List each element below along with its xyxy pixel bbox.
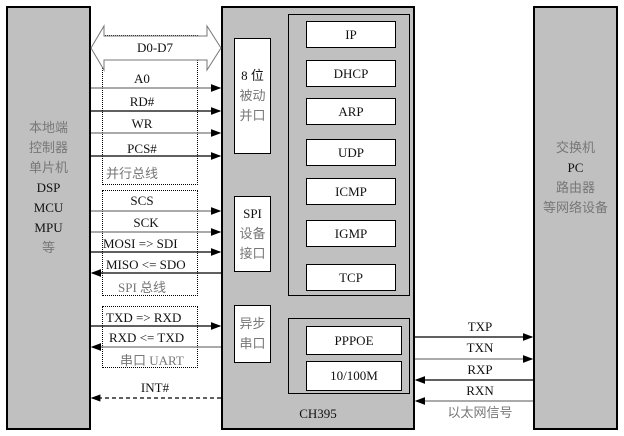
spi-bus-caption-text: SPI 总线 [118,280,167,295]
parallel-bus-caption: 并行总线 [105,166,158,181]
protocol-box-igmp: IGMP [306,220,396,247]
signal-label-wr: WR [131,116,153,131]
parallel-interface-line: 被动 [239,88,266,103]
protocol-stack-container [288,14,410,296]
uart-bus-caption: 串口 UART [120,353,184,368]
signal-label-scs: SCS [130,193,154,208]
local-controller-label: 本地端 控制器 单片机 DSP MCU MPU 等 [6,118,91,258]
data-bus-arrow [90,24,222,72]
network-device-line: PC [567,160,584,175]
local-controller-line: 控制器 [28,140,68,155]
network-device-line: 等网络设备 [542,200,608,215]
phy-box-10-100m: 10/100M [306,361,402,391]
signal-label-txp: TXP [467,319,493,334]
local-controller-line: 单片机 [28,160,68,175]
spi-interface-line: SPI [243,206,262,221]
uart-interface-line: 串口 [239,336,266,351]
signal-label-rxn: RXN [466,383,494,398]
signal-label-sck: SCK [133,215,159,230]
local-controller-block [6,6,91,430]
parallel-interface-line: 8 位 [241,68,264,83]
phy-box-pppoe: PPPOE [306,326,402,355]
signal-label-txd: TXD => RXD [106,310,182,325]
local-controller-line: MCU [33,200,64,215]
protocol-box-ip: IP [306,21,396,48]
signal-label-rxd: RXD <= TXD [109,330,185,345]
uart-bus-group [102,306,198,368]
ethernet-caption: 以太网信号 [447,405,513,420]
local-controller-line: 等 [41,240,55,255]
protocol-box-arp: ARP [306,98,396,125]
signal-label-txn: TXN [466,340,494,355]
uart-interface-box: 异步 串口 [234,305,271,363]
signal-label-rd: RD# [129,94,155,109]
signal-label-pcs: PCS# [127,141,157,156]
uart-interface-line: 异步 [239,316,266,331]
local-controller-line: DSP [36,180,61,195]
local-controller-line: MPU [34,220,63,235]
parallel-interface-line: 并口 [239,108,266,123]
protocol-box-udp: UDP [306,139,396,166]
spi-interface-line: 设备 [239,226,266,241]
signal-label-miso: MISO <= SDO [106,257,186,272]
local-controller-line: 本地端 [28,120,68,135]
spi-interface-box: SPI 设备 接口 [234,196,271,272]
network-device-block [533,6,618,430]
network-device-label: 交换机 PC 路由器 等网络设备 [533,138,618,218]
spi-bus-group [102,190,198,296]
signal-label-mosi: MOSI => SDI [103,236,178,251]
protocol-box-dhcp: DHCP [306,60,396,87]
spi-bus-caption: SPI 总线 [118,277,198,296]
network-device-line: 交换机 [555,140,595,155]
signal-label-a0: A0 [134,71,150,86]
network-device-line: 路由器 [555,180,595,195]
chip-name: CH395 [299,406,337,421]
phy-container [288,318,410,394]
signal-label-rxp: RXP [467,362,493,377]
protocol-box-icmp: ICMP [306,178,396,205]
parallel-interface-box: 8 位 被动 并口 [234,38,271,154]
signal-label-int: INT# [140,380,170,395]
data-bus-label: D0-D7 [136,40,174,55]
spi-interface-line: 接口 [239,246,266,261]
protocol-box-tcp: TCP [306,264,396,291]
